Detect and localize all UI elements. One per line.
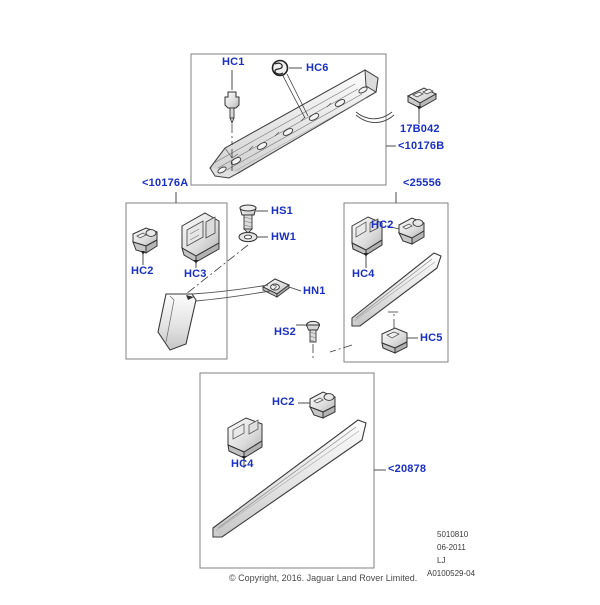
callout-hw1: HW1 <box>271 231 297 243</box>
sill-moulding-top <box>209 69 395 179</box>
callout-hc4-bottom: HC4 <box>231 458 254 470</box>
callout-hs1: HS1 <box>271 205 293 217</box>
callout-hc6: HC6 <box>306 62 329 74</box>
part-hc4-clip-bottom <box>227 417 263 468</box>
footer-reference: A0100529-04 <box>427 569 476 578</box>
part-hc6-grommet <box>271 59 309 119</box>
callout-20878: <20878 <box>388 463 427 475</box>
footer-drawing-number: 5010810 <box>437 530 469 539</box>
callout-hc2-right: HC2 <box>371 219 394 231</box>
part-hc1-push-pin <box>224 70 240 172</box>
part-hc2-clip-bottom <box>298 391 336 419</box>
part-hn1-clip-nut <box>262 278 302 298</box>
part-hc2-clip-right <box>386 217 425 245</box>
callout-hc4-right: HC4 <box>352 268 375 280</box>
callout-hc5: HC5 <box>420 332 443 344</box>
footer-date: 06-2011 <box>437 543 466 552</box>
callout-hc1: HC1 <box>222 56 245 68</box>
callout-hc2-bottom: HC2 <box>272 396 295 408</box>
part-hc2-clip-left <box>132 227 158 265</box>
part-hc4-clip-right <box>351 216 383 268</box>
part-hs2-screw <box>296 320 321 360</box>
copyright-notice: © Copyright, 2016. Jaguar Land Rover Lim… <box>229 573 418 583</box>
part-hc3-clip <box>181 212 220 268</box>
part-17b042-module <box>406 87 438 124</box>
part-hc5-clip <box>329 311 418 354</box>
panel-middle-left-frame <box>125 202 228 360</box>
footer-model-code: LJ <box>437 556 446 565</box>
callout-10176a: <10176A <box>142 177 189 189</box>
moulding-20878 <box>212 419 367 538</box>
part-hw1-washer <box>238 231 268 243</box>
callout-25556: <25556 <box>403 177 442 189</box>
trim-piece-left <box>157 244 271 351</box>
panel-bottom-frame <box>199 372 375 569</box>
callout-17b042: 17B042 <box>400 123 440 135</box>
panel-frames <box>125 53 449 569</box>
callout-hs2: HS2 <box>274 326 296 338</box>
moulding-25556 <box>351 252 442 327</box>
callout-10176b: <10176B <box>398 140 445 152</box>
panel-top-frame <box>190 53 387 186</box>
part-hs1-bolt <box>239 204 268 234</box>
callout-hc2-left: HC2 <box>131 265 154 277</box>
callout-hc3: HC3 <box>184 268 207 280</box>
callout-hn1: HN1 <box>303 285 326 297</box>
